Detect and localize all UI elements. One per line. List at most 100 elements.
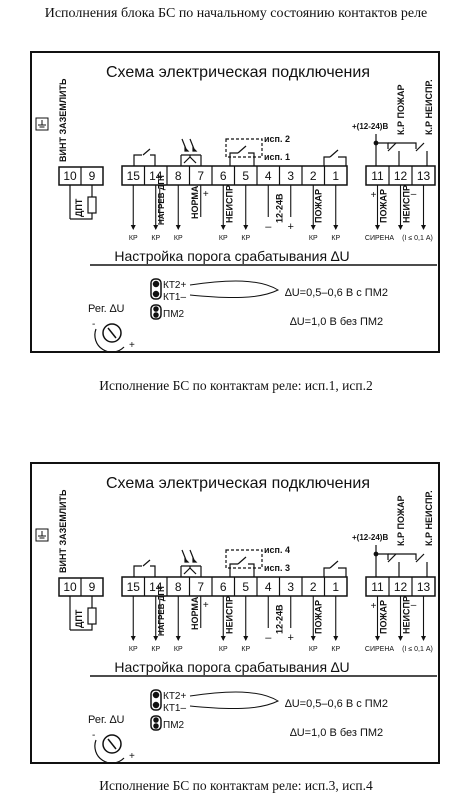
fire-label: ПОЖАР — [313, 600, 323, 634]
du-with-pm2: ∆U=0,5–0,6 В с ПМ2 — [285, 287, 388, 299]
supply-label: +(12-24)В — [352, 122, 388, 131]
kr-label-1: КР — [331, 235, 340, 242]
diagram-frame — [30, 51, 440, 353]
volt-label: 12-24В — [274, 193, 284, 223]
schema-title: Схема электрическая подключения — [106, 64, 370, 81]
kr-label-5: КР — [241, 646, 250, 653]
du-with-pm2: ∆U=0,5–0,6 В с ПМ2 — [285, 698, 388, 710]
relay-contact-15-14 — [133, 559, 156, 577]
dpt-label: ДПТ — [74, 198, 84, 217]
kr-label-1: КР — [331, 646, 340, 653]
threshold-title: Настройка порога срабатывания ∆U — [114, 659, 349, 675]
svg-text:-: - — [92, 730, 95, 741]
isp-label-b: исп. 1 — [264, 152, 290, 162]
heater-label: НАГРЕВ ДПТ — [157, 585, 166, 636]
pm2-label: ПМ2 — [163, 309, 185, 320]
plus-label-3: + — [288, 221, 294, 233]
terminal-8: 8 — [175, 169, 182, 183]
wiring-diagram-1: Схема электрическая подключения ВИНТ ЗАЗ… — [0, 47, 472, 357]
du-without-pm2: ∆U=1,0 В без ПМ2 — [290, 727, 383, 739]
kr-label-6: КР — [219, 235, 228, 242]
terminal-2: 2 — [310, 580, 317, 594]
jumper-pins-icon[interactable] — [150, 278, 162, 320]
reg-label: Рег. ∆U — [88, 714, 124, 726]
terminal-3: 3 — [287, 580, 294, 594]
optocoupler-icon — [180, 138, 202, 166]
terminal-11: 11 — [371, 169, 384, 183]
plus-label-3: + — [288, 632, 294, 644]
dpt-resistor-icon — [87, 196, 97, 214]
terminal-10: 10 — [63, 169, 77, 183]
norm-label: НОРМА — [190, 185, 200, 219]
kt-brace — [189, 280, 280, 299]
terminal-10: 10 — [63, 580, 77, 594]
terminal-13: 13 — [417, 580, 431, 594]
ground-screw-icon — [35, 528, 49, 542]
trimmer-icon[interactable]: - + — [92, 730, 135, 764]
plus-label-7: + — [203, 600, 209, 611]
supply-label: +(12-24)В — [352, 533, 388, 542]
relay-fault-label: К.Р НЕИСПР. — [424, 490, 434, 546]
isp-label-b: исп. 3 — [264, 563, 290, 573]
ground-label: ВИНТ ЗАЗЕМЛИТЬ — [58, 78, 68, 162]
trimmer-icon[interactable]: - + — [92, 319, 135, 353]
right-relay-wiring — [373, 545, 428, 577]
terminal-6: 6 — [220, 169, 227, 183]
dpt-label: ДПТ — [74, 609, 84, 628]
relay-fire-label: К.Р ПОЖАР — [396, 496, 406, 546]
schema-svg-2: Схема электрическая подключения ВИНТ ЗАЗ… — [30, 462, 440, 764]
terminal-4: 4 — [265, 580, 272, 594]
isp-label-a: исп. 2 — [264, 134, 290, 144]
right-relay-wiring — [373, 134, 428, 166]
relay-fault-label: К.Р НЕИСПР. — [424, 79, 434, 135]
plus-label-11: + — [371, 190, 377, 201]
relay-contact-15-14 — [133, 148, 156, 166]
terminal-7: 7 — [197, 580, 204, 594]
ground-label: ВИНТ ЗАЗЕМЛИТЬ — [58, 489, 68, 573]
jumper-pins-icon[interactable] — [150, 689, 162, 731]
siren-label: СИРЕНА — [365, 646, 394, 653]
terminal-13: 13 — [417, 169, 431, 183]
kr-label-2: КР — [309, 646, 318, 653]
kt2-label: КТ2+ — [163, 280, 186, 291]
terminal-3: 3 — [287, 169, 294, 183]
reg-label: Рег. ∆U — [88, 303, 124, 315]
schema-title: Схема электрическая подключения — [106, 475, 370, 492]
siren-fault-label: НЕИСПР — [402, 596, 412, 634]
kr-label-15: КР — [129, 646, 138, 653]
fault-label: НЕИСПР — [224, 596, 234, 634]
terminal-2: 2 — [310, 169, 317, 183]
kr-label-14: КР — [151, 235, 160, 242]
relay-contact-2-1 — [323, 149, 347, 166]
dpt-resistor-icon — [87, 607, 97, 625]
pm2-label: ПМ2 — [163, 720, 185, 731]
relay-contact-6-5 — [225, 549, 263, 577]
terminal-11: 11 — [371, 580, 384, 594]
terminal-15: 15 — [127, 580, 141, 594]
siren-label: СИРЕНА — [365, 235, 394, 242]
svg-text:-: - — [92, 319, 95, 330]
kt1-label: КТ1– — [163, 703, 186, 714]
terminal-1: 1 — [332, 169, 339, 183]
du-without-pm2: ∆U=1,0 В без ПМ2 — [290, 316, 383, 328]
kt2-label: КТ2+ — [163, 691, 186, 702]
terminal-8: 8 — [175, 580, 182, 594]
isp-label-a: исп. 4 — [264, 545, 290, 555]
terminal-14: 14 — [149, 169, 163, 183]
svg-text:+: + — [129, 340, 135, 351]
threshold-title: Настройка порога срабатывания ∆U — [114, 248, 349, 264]
minus-label-12: – — [411, 189, 417, 200]
kr-label-8: КР — [174, 646, 183, 653]
plus-label-11: + — [371, 601, 377, 612]
kr-label-8: КР — [174, 235, 183, 242]
diagram-caption-1: Исполнение БС по контактам реле: исп.1, … — [99, 378, 373, 393]
terminal-1: 1 — [332, 580, 339, 594]
diagram-frame — [30, 462, 440, 764]
kr-label-5: КР — [241, 235, 250, 242]
siren-fire-label: ПОЖАР — [379, 600, 389, 634]
current-label: (I ≤ 0,1 А) — [402, 646, 433, 653]
